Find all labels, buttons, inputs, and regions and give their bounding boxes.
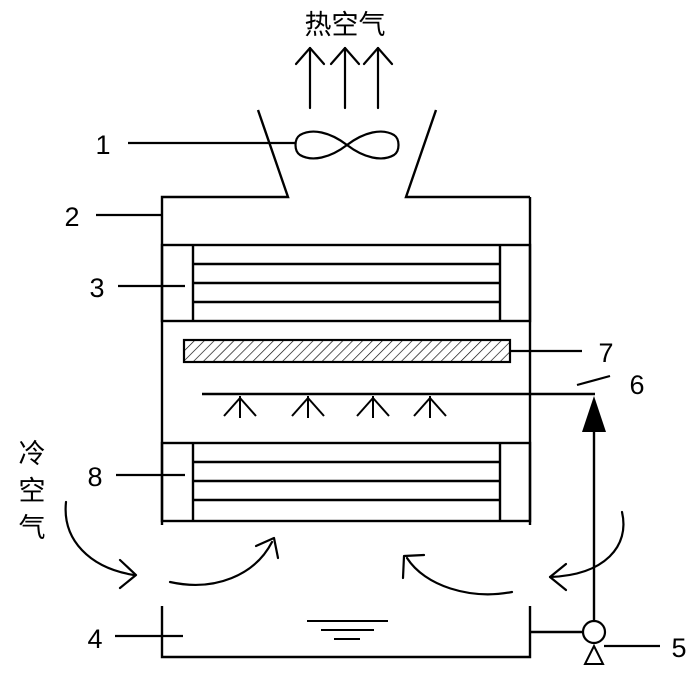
riser-arrowhead [582, 396, 606, 432]
cold-air-label-char-1: 冷 [19, 439, 46, 470]
spray-nozzle [291, 396, 325, 418]
spray-nozzle [223, 396, 257, 418]
spray-nozzle [356, 396, 390, 418]
fill-plate [182, 338, 512, 364]
label-8: 8 [87, 462, 102, 492]
hot-air-arrows [294, 46, 394, 110]
label-5: 5 [671, 633, 686, 663]
cold-air-inlet-arrow-left [64, 500, 138, 590]
inner-airflow-arrow-right [401, 553, 514, 596]
cold-air-inlet-arrow-right [548, 510, 625, 592]
label-3: 3 [89, 273, 104, 303]
label-2: 2 [64, 202, 79, 232]
upper-heat-exchanger [160, 243, 532, 323]
lower-heat-exchanger [160, 441, 532, 523]
water-level-icon [307, 620, 388, 640]
fan-icon [294, 130, 400, 160]
hot-air-arrow-left [294, 46, 326, 110]
tower-housing [160, 109, 530, 525]
inner-airflow-arrow-left [168, 536, 280, 586]
label-6: 6 [629, 370, 644, 400]
spray-nozzles [223, 396, 447, 418]
spray-nozzle [413, 396, 447, 418]
cold-air-label-char-3: 气 [19, 513, 46, 544]
valve-line [576, 374, 611, 387]
airflow-arrows [64, 500, 625, 596]
hot-air-label: 热空气 [305, 10, 386, 41]
label-7: 7 [598, 338, 613, 368]
cold-air-label-char-2: 空 [19, 476, 46, 507]
leader-lines [96, 141, 660, 648]
pump-base [583, 643, 605, 665]
hot-air-arrow-middle [329, 46, 361, 110]
label-1: 1 [95, 130, 110, 160]
water-basin [160, 606, 532, 659]
pump-icon [581, 619, 607, 645]
hot-air-arrow-right [362, 46, 394, 110]
label-4: 4 [87, 624, 102, 654]
